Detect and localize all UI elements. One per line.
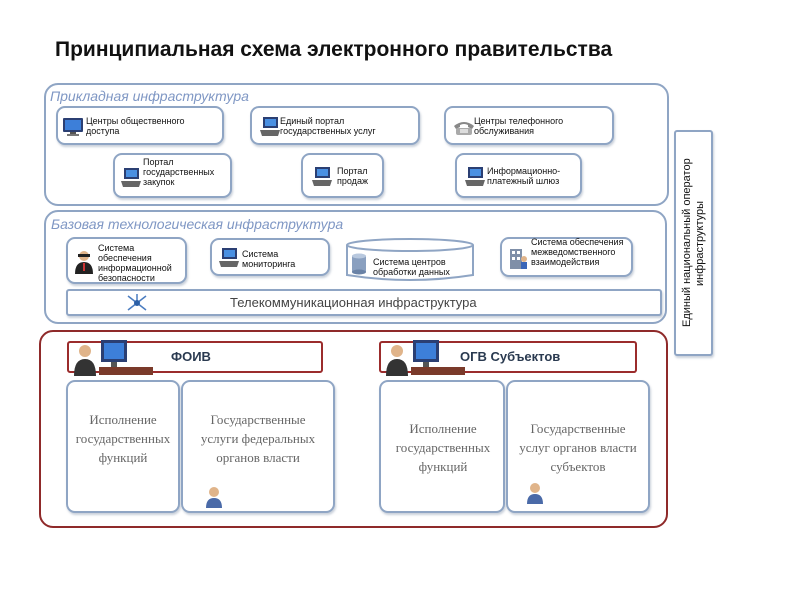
call-centers-box: Центры телефонного обслуживания: [444, 106, 614, 145]
national-operator-box: Единый национальный оператор инфраструкт…: [674, 130, 713, 356]
government-bodies-panel: [39, 330, 668, 528]
computer-monitor-icon: [63, 118, 83, 136]
box-label: Государственные услуг органов власти суб…: [519, 421, 637, 474]
foiv-functions-box: Исполнение государственных функций: [66, 380, 180, 513]
base-infrastructure-label: Базовая технологическая инфраструктура: [51, 216, 344, 232]
ogv-services-box: Государственные услуг органов власти суб…: [506, 380, 650, 513]
foiv-services-box: Государственные услуги федеральных орган…: [181, 380, 335, 513]
box-label: Исполнение государственных функций: [75, 412, 171, 465]
monitoring-system-box: Система мониторинга: [210, 238, 330, 276]
telephone-icon: [454, 122, 474, 135]
page-title: Принципиальная схема электронного правит…: [55, 38, 613, 61]
computer-workstation-icon: [312, 167, 332, 186]
payment-gateway-box: Информационно-платежный шлюз: [455, 153, 582, 198]
security-system-box: Система обеспечения информационной безоп…: [66, 237, 187, 284]
box-label: Система обеспечения информационной безоп…: [98, 243, 172, 283]
ogv-label: ОГВ Субъектов: [460, 349, 561, 364]
official-at-computer-icon: [74, 340, 153, 376]
sales-portal-box: Портал продаж: [301, 153, 384, 198]
box-label: Единый портал государственных услуг: [280, 116, 376, 136]
procurement-portal-box: Портал государственных закупок: [113, 153, 232, 198]
computer-workstation-icon: [219, 248, 239, 267]
national-operator-label: Единый национальный оператор инфраструкт…: [681, 158, 706, 328]
box-label: Система обеспечения межведомственного вз…: [531, 237, 624, 267]
network-hub-icon: [127, 294, 147, 311]
person-icon: [206, 487, 222, 508]
computer-workstation-icon: [121, 168, 141, 187]
database-icon: [352, 253, 366, 275]
data-centers-cylinder: [346, 238, 474, 281]
telecom-bar: Телекоммуникационная инфраструктура: [66, 289, 662, 316]
box-label: Исполнение государственных функций: [395, 421, 491, 474]
telecom-label: Телекоммуникационная инфраструктура: [230, 295, 477, 310]
box-label: Система мониторинга: [242, 249, 296, 269]
box-label: Портал продаж: [337, 166, 368, 186]
security-person-icon: [75, 251, 93, 274]
box-label: Информационно-платежный шлюз: [487, 166, 561, 186]
foiv-label: ФОИВ: [171, 349, 211, 364]
interagency-system-box: Система обеспечения межведомственного вз…: [500, 237, 633, 277]
data-centers-label: Система центров обработки данных: [373, 257, 450, 277]
person-icon: [527, 483, 543, 504]
official-at-computer-icon: [386, 340, 465, 376]
box-label: Центры телефонного обслуживания: [474, 116, 564, 136]
computer-workstation-icon: [465, 167, 485, 186]
box-label: Центры общественного доступа: [86, 116, 185, 136]
public-access-centers-box: Центры общественного доступа: [56, 106, 224, 145]
unified-portal-box: Единый портал государственных услуг: [250, 106, 420, 145]
applied-infrastructure-label: Прикладная инфраструктура: [50, 88, 249, 104]
box-label: Государственные услуги федеральных орган…: [200, 412, 316, 465]
computer-workstation-icon: [260, 117, 280, 136]
building-people-icon: [510, 249, 527, 269]
box-label: Портал государственных закупок: [143, 157, 215, 187]
ogv-functions-box: Исполнение государственных функций: [379, 380, 505, 513]
